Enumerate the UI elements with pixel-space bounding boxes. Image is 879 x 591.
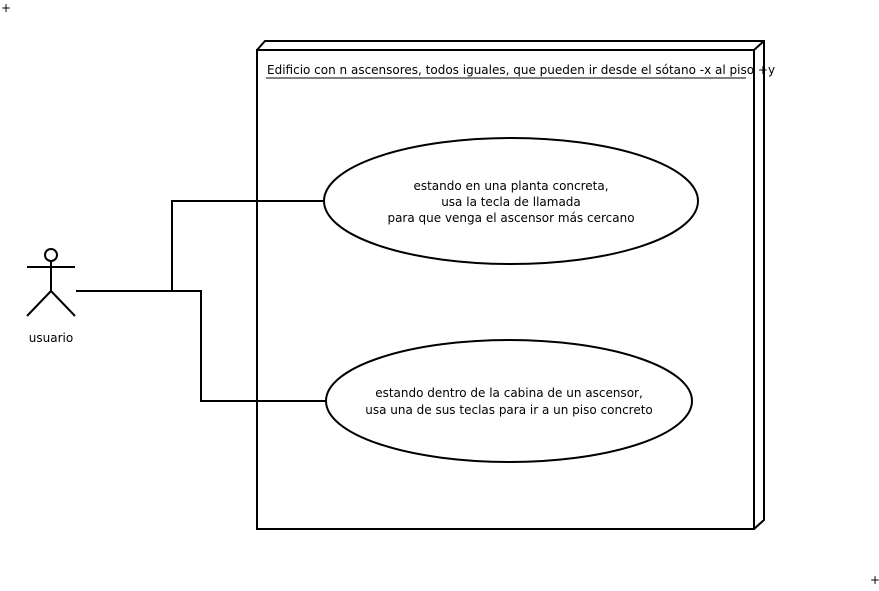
actor-usuario[interactable] [26, 248, 76, 317]
use-case-2-ellipse [325, 339, 693, 463]
association-line-2[interactable] [172, 290, 327, 402]
system-boundary[interactable] [256, 40, 765, 530]
actor-right-leg [50, 290, 76, 317]
use-case-1-ellipse [323, 137, 699, 265]
system-boundary-front [256, 49, 755, 530]
use-case-1[interactable]: estando en una planta concreta, usa la t… [323, 137, 699, 265]
use-case-1-line-2: usa la tecla de llamada [441, 195, 581, 209]
system-title: Edificio con n ascensores, todos iguales… [267, 63, 775, 77]
system-boundary-edge [753, 40, 765, 51]
use-case-2-line-2: usa una de sus teclas para ir a un piso … [365, 403, 653, 417]
corner-mark-top-left: + [1, 1, 11, 15]
use-case-2-line-1: estando dentro de la cabina de un ascens… [375, 386, 643, 400]
actor-head [44, 248, 58, 262]
association-line-1[interactable] [76, 200, 324, 292]
use-case-1-line-3: para que venga el ascensor más cercano [387, 211, 634, 225]
use-case-1-line-1: estando en una planta concreta, [413, 179, 608, 193]
actor-label: usuario [29, 331, 73, 345]
use-case-2[interactable]: estando dentro de la cabina de un ascens… [325, 339, 693, 463]
corner-mark-bottom-right: + [870, 573, 879, 587]
actor-left-leg [26, 290, 52, 317]
